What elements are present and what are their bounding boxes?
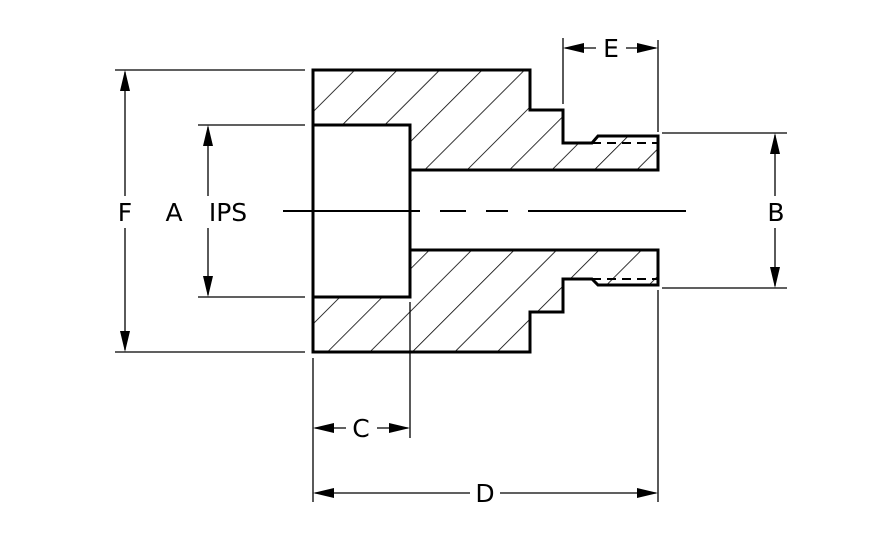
dimension-a: A IPS bbox=[165, 125, 247, 297]
dimension-b: B bbox=[767, 133, 785, 288]
dimension-d-label: D bbox=[475, 479, 494, 508]
dimension-b-label: B bbox=[767, 198, 784, 227]
lower-wall-section bbox=[311, 248, 660, 354]
dimension-f-label: F bbox=[118, 198, 132, 227]
extension-lines bbox=[115, 38, 787, 502]
dimension-d: D bbox=[313, 479, 658, 508]
upper-wall-section bbox=[311, 68, 660, 172]
dimension-e: E bbox=[563, 34, 658, 63]
dimension-c-label: C bbox=[352, 414, 369, 443]
dimension-c: C bbox=[313, 414, 410, 443]
dimension-e-label: E bbox=[603, 34, 619, 63]
dimension-f: F bbox=[118, 70, 132, 352]
thread-hidden-lines bbox=[592, 142, 658, 280]
ips-label: IPS bbox=[209, 198, 247, 227]
dimension-a-label: A bbox=[165, 198, 182, 227]
